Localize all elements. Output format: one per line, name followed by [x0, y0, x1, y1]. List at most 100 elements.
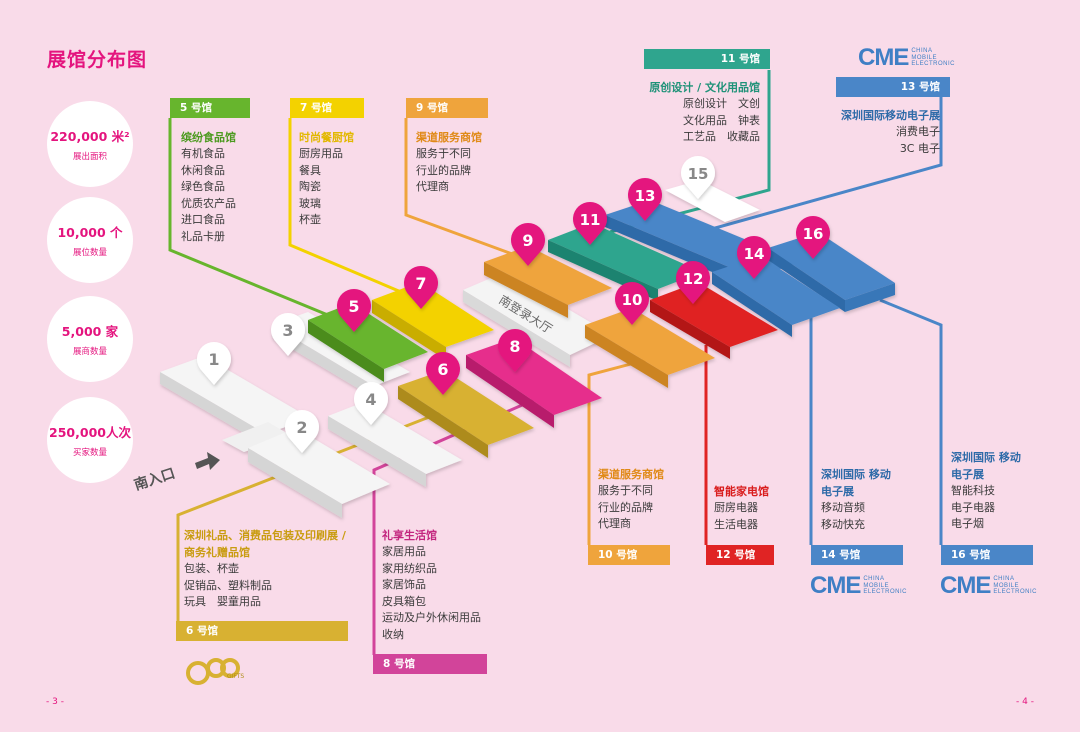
hall-7-info: 时尚餐厨馆 厨房用品 餐具 陶瓷 玻璃 杯壶 — [299, 129, 354, 229]
lobby-block[interactable] — [463, 272, 612, 355]
hall-16-item: 智能科技 — [951, 484, 995, 497]
hall-8-title: 礼享生活馆 — [382, 529, 437, 542]
hall-marker-label: 2 — [296, 418, 307, 437]
hall-7-block[interactable] — [372, 282, 494, 347]
leader-line-7 — [288, 118, 421, 302]
hall-10-title: 渠道服务商馆 — [598, 468, 664, 481]
hall-marker-4[interactable]: 4 — [353, 382, 388, 425]
hall-marker-6[interactable]: 6 — [425, 351, 460, 395]
hall-16-item: 电子电器 — [951, 500, 995, 514]
stat-buyers-value: 250,000人次 — [49, 425, 131, 440]
hall-14-info: 深圳国际 移动电子展 移动音频 移动快充 — [821, 466, 901, 533]
stat-buyers: 250,000人次 买家数量 — [47, 397, 133, 483]
entrance-arrow-icon — [195, 452, 220, 470]
hall-14-title: 深圳国际 移动电子展 — [821, 468, 891, 498]
stat-area: 220,000 米² 展出面积 — [47, 101, 133, 187]
hall-marker-15[interactable]: 15 — [681, 155, 715, 199]
leader-line-5 — [168, 118, 341, 322]
map-pin-icon — [197, 342, 232, 385]
hall-marker-13[interactable]: 13 — [628, 177, 662, 221]
hall-10-block[interactable] — [585, 308, 715, 375]
hall-12-item: 生活电器 — [714, 517, 758, 531]
page-number-right: - 4 - — [1016, 697, 1034, 707]
hall-marker-label: 14 — [744, 245, 765, 263]
hall-5-item: 优质农产品 — [181, 196, 236, 210]
entrance-label: 南入口 — [132, 465, 177, 494]
hall-13-header: 13 号馆 — [836, 77, 950, 97]
cme-logo-sub: CHINA MOBILE ELECTRONIC — [911, 48, 956, 68]
stat-booths-value: 10,000 个 — [57, 225, 123, 240]
hall-8-block[interactable] — [466, 338, 602, 415]
hall-7-header: 7 号馆 — [290, 98, 364, 118]
hall-8-item: 运动及户外休闲用品 — [382, 611, 481, 624]
hall-12-info: 智能家电馆 厨房电器 生活电器 — [714, 483, 769, 533]
hall-marker-7[interactable]: 7 — [403, 265, 438, 309]
cme-logo-14: CME CHINA MOBILE ELECTRONIC — [810, 572, 907, 600]
hall-5-item: 休闲食品 — [181, 163, 225, 177]
map-pin-icon — [271, 313, 306, 356]
cme-logo-text: CME — [810, 572, 861, 599]
hall-5-title: 缤纷食品馆 — [181, 131, 236, 144]
cme-logo-16: CME CHINA MOBILE ELECTRONIC — [940, 572, 1037, 600]
hall-14-item: 移动音频 — [821, 501, 865, 514]
hall-5-block[interactable] — [308, 303, 428, 369]
hall-9-title: 渠道服务商馆 — [416, 131, 482, 144]
hall-marker-10[interactable]: 10 — [615, 282, 649, 325]
hall-marker-8[interactable]: 8 — [497, 329, 532, 372]
hall-5-item: 绿色食品 — [181, 180, 225, 193]
hall-16-block[interactable] — [768, 232, 895, 300]
map-pin-icon — [573, 202, 607, 245]
hall-marker-1[interactable]: 1 — [197, 342, 232, 385]
hall-8-item: 收纳 — [382, 627, 404, 641]
hall-12-block[interactable] — [650, 282, 778, 347]
hall-6-title: 深圳礼品、消费品包装及印刷展 / 商务礼赠品馆 — [184, 529, 346, 559]
hall-10-header: 10 号馆 — [588, 545, 670, 565]
hall-marker-label: 1 — [208, 350, 219, 369]
hall-14-block[interactable] — [712, 256, 840, 325]
hall-12-title: 智能家电馆 — [714, 485, 769, 498]
hall-9-block[interactable] — [484, 246, 612, 305]
hall-1-block[interactable] — [160, 356, 310, 434]
map-pin-icon — [615, 282, 649, 325]
hall-marker-9[interactable]: 9 — [510, 222, 545, 266]
hall-5-item: 礼品卡册 — [181, 229, 225, 243]
cme-logo-text: CME — [940, 572, 991, 599]
stat-booths-label: 展位数量 — [72, 248, 107, 258]
hall-marker-label: 13 — [635, 187, 656, 205]
hall-14-header: 14 号馆 — [811, 545, 903, 565]
hall-marker-16[interactable]: 16 — [795, 215, 831, 259]
leader-line-16 — [879, 298, 943, 545]
map-pin-icon — [795, 215, 831, 259]
hall-marker-3[interactable]: 3 — [271, 313, 306, 356]
hall-11-header: 11 号馆 — [644, 49, 770, 69]
hall-marker-label: 12 — [683, 270, 704, 288]
page-number-left: - 3 - — [46, 697, 64, 707]
map-pin-icon — [628, 177, 662, 221]
hall-12-header: 12 号馆 — [706, 545, 774, 565]
hall-marker-2[interactable]: 2 — [285, 410, 319, 453]
hall-marker-12[interactable]: 12 — [676, 261, 710, 304]
map-pin-icon — [676, 261, 710, 304]
hall-10-item: 行业的品牌 — [598, 500, 653, 514]
hall-6-item: 促销品、塑料制品 — [184, 578, 272, 592]
map-pin-icon — [681, 155, 715, 199]
hall-8-item: 家居饰品 — [382, 578, 426, 591]
hall-marker-5[interactable]: 5 — [336, 288, 371, 332]
hall-marker-11[interactable]: 11 — [573, 202, 607, 245]
hall-6-block[interactable] — [398, 370, 534, 445]
hall-13-item: 3C 电子 — [899, 141, 940, 155]
hall-marker-label: 7 — [415, 274, 426, 293]
gifts-logo-icon — [186, 658, 240, 685]
stat-area-label: 展出面积 — [72, 152, 107, 162]
hall-5-item: 有机食品 — [181, 147, 225, 160]
hall-marker-label: 6 — [437, 360, 448, 379]
map-pin-icon — [336, 288, 371, 332]
hall-11-item: 工艺品 收藏品 — [683, 130, 760, 143]
hall-2-block[interactable] — [248, 428, 390, 504]
hall-marker-label: 15 — [688, 165, 709, 183]
hall-15-block[interactable] — [665, 180, 760, 222]
hall-11-info: 原创设计 / 文化用品馆 原创设计 文创 文化用品 钟表 工艺品 收藏品 — [620, 79, 760, 146]
hall-marker-14[interactable]: 14 — [737, 235, 772, 279]
hall-4-block[interactable] — [328, 402, 462, 474]
